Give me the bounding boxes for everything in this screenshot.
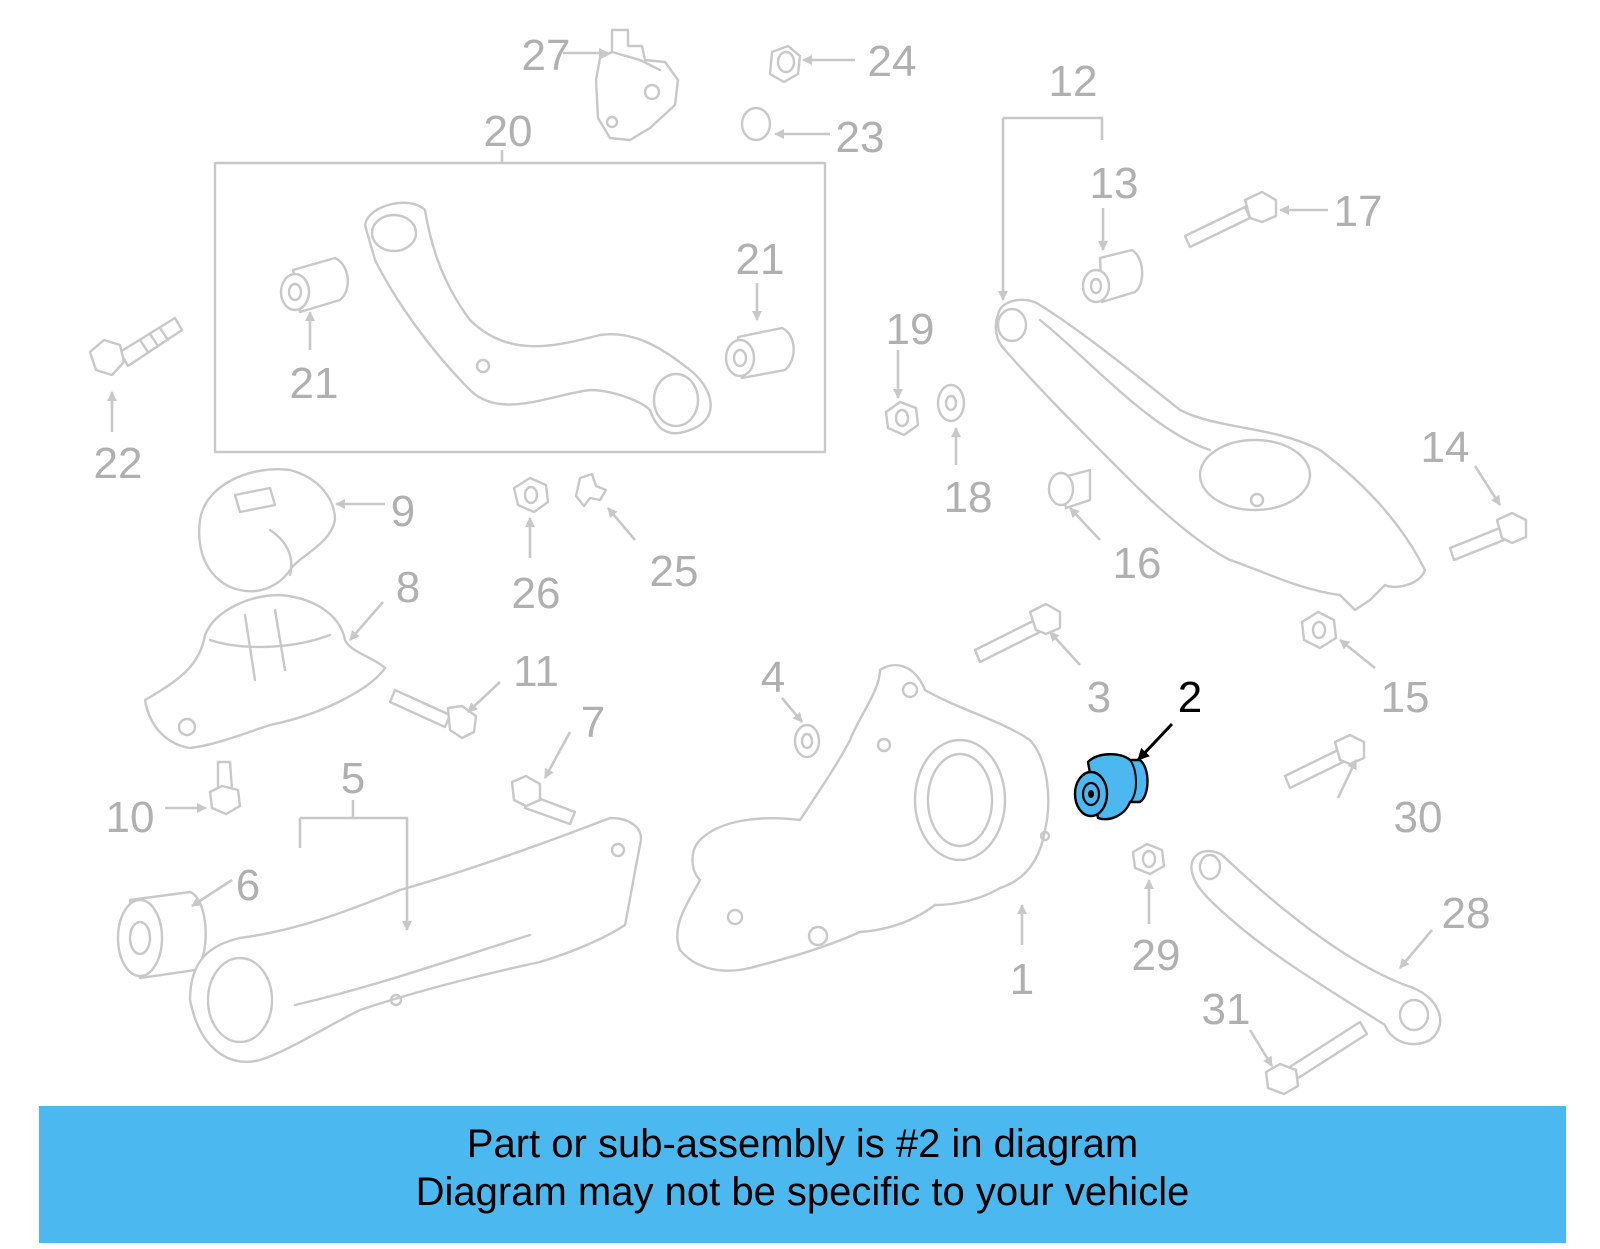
callout-31: 31 — [1202, 985, 1251, 1034]
callout-6: 6 — [236, 861, 260, 910]
callout-18: 18 — [944, 473, 993, 522]
nut-part-29 — [1131, 842, 1166, 876]
caption-line-2: Diagram may not be specific to your vehi… — [415, 1170, 1190, 1214]
callout-16: 16 — [1113, 539, 1162, 588]
callout-11: 11 — [513, 647, 559, 696]
callout-3: 3 — [1087, 673, 1111, 722]
callout-12: 12 — [1049, 57, 1098, 106]
bushing-part-21-right — [724, 326, 795, 380]
lower-control-arm-part-12 — [994, 298, 1427, 612]
clip-part-25 — [574, 472, 608, 508]
bracket-part-27 — [594, 28, 680, 142]
callout-14: 14 — [1421, 423, 1470, 472]
bushing-part-2-highlighted — [1073, 753, 1149, 821]
callout-5: 5 — [341, 754, 365, 803]
trailing-arm-part-5 — [188, 816, 643, 1063]
bushing-part-21-left — [279, 256, 349, 314]
nut-part-24 — [768, 44, 802, 84]
bushing-part-13 — [1081, 248, 1144, 304]
bolt-part-17 — [1183, 190, 1278, 249]
callout-23: 23 — [836, 113, 885, 162]
bolt-part-30 — [1283, 733, 1366, 790]
caption-line-1: Part or sub-assembly is #2 in diagram — [466, 1122, 1139, 1166]
callout-30: 30 — [1394, 793, 1443, 842]
o-ring-part-23 — [740, 106, 772, 142]
callout-10: 10 — [106, 793, 155, 842]
knuckle-part-1 — [676, 663, 1051, 972]
upper-arm-assembly-box — [213, 161, 827, 454]
callout-19: 19 — [886, 305, 935, 354]
callout-22: 22 — [94, 439, 143, 488]
callout-9: 9 — [391, 487, 415, 536]
lateral-link-part-28 — [1190, 849, 1442, 1046]
leader-lines — [107, 48, 1502, 1067]
bolt-part-7 — [510, 774, 577, 826]
callout-21-right: 21 — [736, 235, 785, 284]
callout-24: 24 — [868, 37, 917, 86]
callout-27: 27 — [522, 31, 571, 80]
callout-15: 15 — [1381, 673, 1430, 722]
callout-2: 2 — [1178, 673, 1202, 722]
washer-part-18 — [936, 383, 966, 423]
mount-part-8 — [143, 593, 387, 750]
callout-28: 28 — [1442, 889, 1491, 938]
nut-part-26 — [512, 476, 550, 514]
callout-8: 8 — [396, 563, 420, 612]
callout-7: 7 — [581, 698, 605, 747]
bump-stop-part-9 — [198, 468, 337, 593]
callout-25: 25 — [650, 547, 699, 596]
bolt-part-11 — [388, 688, 478, 740]
callout-1: 1 — [1010, 955, 1034, 1004]
washer-part-4 — [793, 723, 821, 759]
callout-17: 17 — [1334, 187, 1383, 236]
callout-13: 13 — [1090, 159, 1139, 208]
callout-21-left: 21 — [290, 359, 339, 408]
bolt-part-31 — [1264, 1020, 1369, 1096]
bolt-part-22 — [88, 316, 184, 377]
screw-part-10 — [208, 760, 242, 816]
nut-part-15 — [1300, 610, 1338, 650]
callout-20: 20 — [484, 107, 533, 156]
nut-part-19 — [884, 400, 920, 437]
collar-part-16 — [1047, 468, 1092, 510]
upper-control-arm-part-20 — [363, 201, 712, 435]
caption-banner: Part or sub-assembly is #2 in diagram Di… — [39, 1106, 1566, 1243]
bolt-part-14 — [1448, 511, 1528, 562]
callout-29: 29 — [1132, 931, 1181, 980]
callout-4: 4 — [761, 653, 785, 702]
callout-numbers: 1 2 3 4 5 6 7 8 9 10 11 12 13 14 15 16 1… — [94, 31, 1491, 1034]
callout-26: 26 — [512, 569, 561, 618]
bolt-part-3 — [973, 602, 1062, 664]
